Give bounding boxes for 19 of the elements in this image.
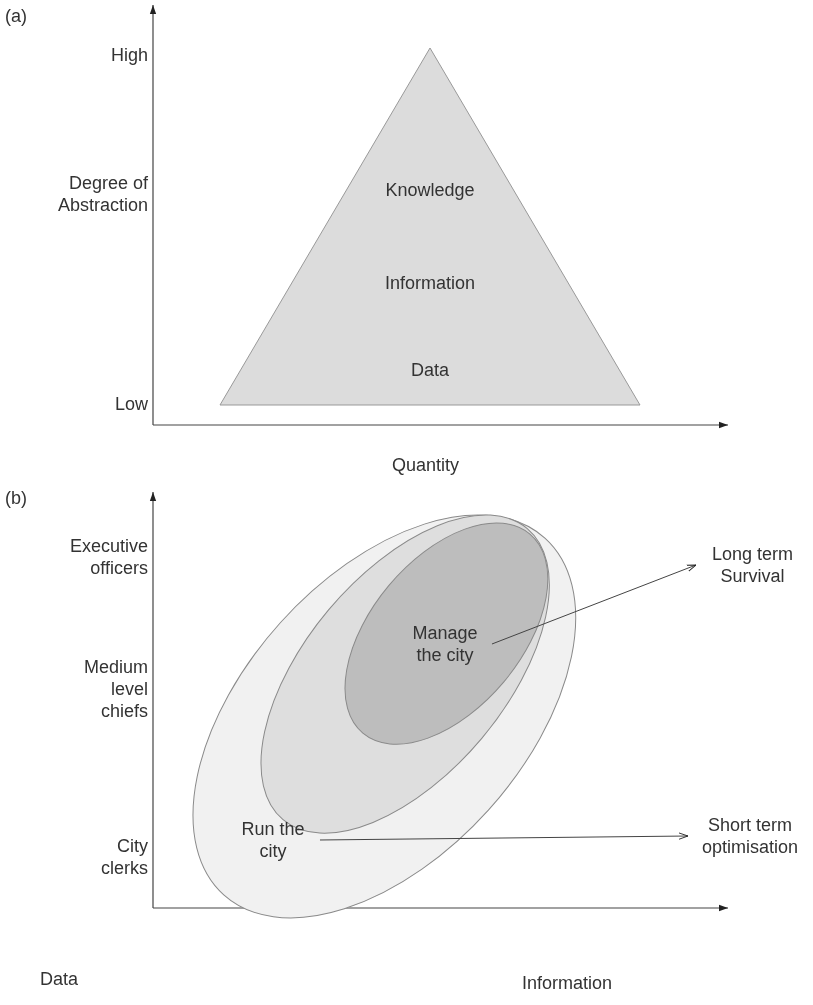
axis-category-label: Medium level chiefs: [82, 656, 148, 722]
axis-category-label: City clerks: [100, 835, 148, 879]
level-label: Data: [411, 359, 449, 381]
axis-tick-label: High: [110, 44, 148, 66]
panel-label: (b): [5, 487, 27, 509]
level-label: Knowledge: [385, 179, 475, 201]
axis-category-label: Executive officers: [68, 535, 148, 579]
axis-title: Quantity: [392, 454, 460, 476]
axis-category-label: Information: [522, 972, 613, 994]
outcome-label: Short term optimisation: [692, 814, 808, 858]
arrow: [491, 564, 697, 645]
axis-title: Degree of Abstraction: [56, 172, 148, 216]
axis-category-label: Data: [40, 968, 79, 990]
outcome-label: Long term Survival: [700, 543, 805, 587]
panel-label: (a): [5, 5, 27, 27]
axis-tick-label: Low: [114, 393, 148, 415]
node-label: Run the city: [228, 818, 318, 862]
level-label: Information: [385, 272, 475, 294]
node-label: Manage the city: [399, 622, 490, 666]
